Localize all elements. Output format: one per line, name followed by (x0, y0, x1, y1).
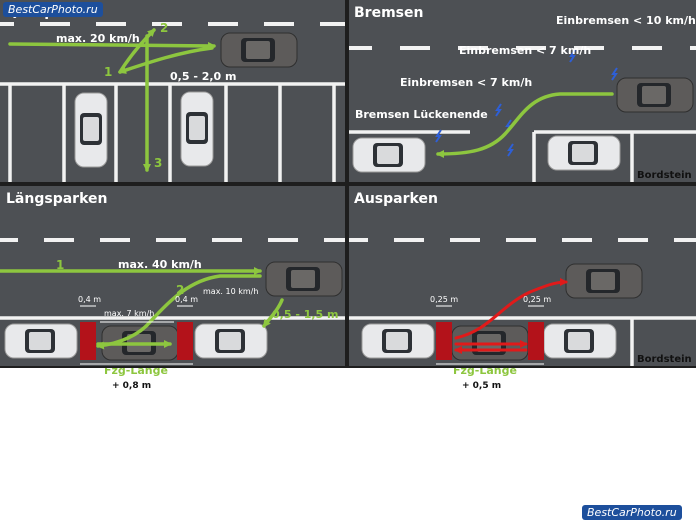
curb-label-bremsen: Bordstein (637, 170, 692, 181)
own-car-approach-laengs (265, 261, 343, 297)
speed-inner-laengs: max. 7 km/h (104, 309, 154, 318)
parked-car-front-aus (361, 323, 435, 359)
gap-left-label-aus: 0,25 m (430, 295, 458, 304)
gap-block-left-laengs (80, 322, 96, 360)
curb-label-aus: Bordstein (637, 354, 692, 365)
curb-lines-ausparken (349, 316, 696, 366)
length-label-aus: Fzg-Länge (453, 364, 517, 377)
gap-right-label-laengs: 0,4 m (175, 295, 198, 304)
gap-block-right-laengs (177, 322, 193, 360)
brake-label-4: Bremsen Lückenende (355, 108, 488, 121)
parking-bays (0, 82, 345, 182)
step-3-querparken: 3 (154, 156, 162, 170)
own-car-exiting-aus (565, 263, 643, 299)
parked-car-left (74, 92, 108, 168)
parking-path-laengs (0, 267, 284, 350)
panel-dividers (0, 0, 696, 368)
braking-path (436, 92, 614, 158)
distance-label-querparken: 0,5 - 2,0 m (170, 70, 237, 83)
parked-car-front-bremsen (352, 137, 426, 173)
gap-right-label-aus: 0,25 m (523, 295, 551, 304)
exit-path-aus (454, 278, 568, 354)
gap-block-right-aus (528, 322, 544, 360)
distance-label-laengs: 0,5 - 1,5 m (272, 308, 339, 321)
speed-approach-laengs: max. 10 km/h (203, 287, 258, 296)
panel-querparken: max. 20 km/h 0,5 - 2,0 m 1 2 3 Querparke… (0, 0, 345, 182)
measure-markers-laengs (80, 305, 193, 365)
speed-main-laengs: max. 40 km/h (118, 258, 202, 271)
own-car-bremsen (616, 77, 694, 113)
parked-car-rear-laengs (194, 323, 268, 359)
panel-laengsparken: Längsparken 1 2 max. 40 km/h max. 10 km/… (0, 186, 345, 391)
length-extra-aus: + 0,5 m (462, 381, 501, 391)
measure-markers-aus (436, 305, 544, 365)
gap-left-label-laengs: 0,4 m (78, 295, 101, 304)
parked-car-rear-aus (543, 323, 617, 359)
panel-title-ausparken: Ausparken (354, 191, 438, 207)
speed-label-querparken: max. 20 km/h (56, 32, 140, 45)
step-1-laengs: 1 (56, 258, 64, 272)
length-extra-laengs: + 0,8 m (112, 381, 151, 391)
panel-bremsen: Bremsen Einbremsen < 10 km/h Einbremsen … (349, 0, 696, 182)
step-1-querparken: 1 (104, 65, 112, 79)
panel-ausparken: Ausparken 0,25 m 0,25 m Fzg-Länge + 0,5 … (349, 186, 696, 391)
panel-title-laengsparken: Längsparken (6, 191, 107, 207)
parked-car-front-laengs (4, 323, 78, 359)
brake-label-3: Einbremsen < 7 km/h (400, 76, 532, 89)
brake-label-2: Einbremsen < 7 km/h (459, 44, 591, 57)
own-car-querparken (220, 32, 298, 68)
watermark-bottom: BestCarPhoto.ru (582, 505, 682, 520)
parking-path-querparken (8, 28, 216, 172)
parked-car-rear-bremsen (547, 135, 621, 171)
asphalt-querparken (0, 0, 345, 182)
length-label-laengs: Fzg-Länge (104, 364, 168, 377)
step-2-querparken: 2 (160, 21, 168, 35)
brake-label-1: Einbremsen < 10 km/h (556, 14, 696, 27)
parked-car-right (180, 91, 214, 167)
curb-lines-bremsen (349, 130, 696, 182)
panel-title-bremsen: Bremsen (354, 5, 423, 21)
gap-block-left-aus (436, 322, 452, 360)
watermark-top: BestCarPhoto.ru (3, 2, 103, 17)
step-2-laengs: 2 (176, 283, 184, 297)
